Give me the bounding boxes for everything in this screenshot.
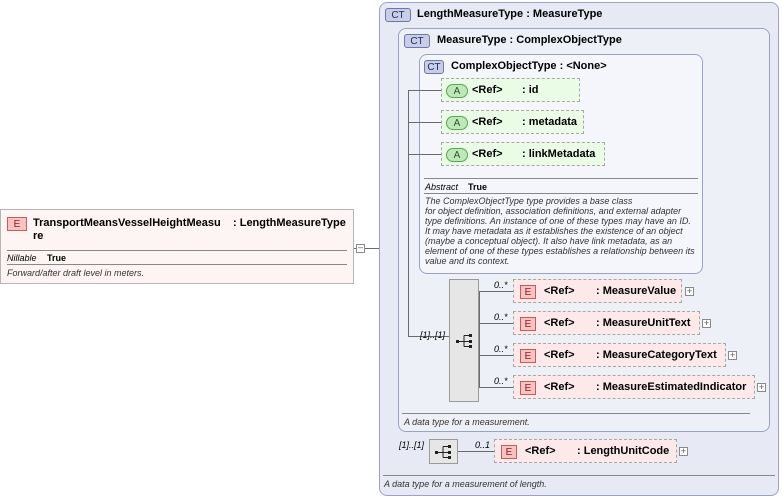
attribute-badge: A bbox=[446, 148, 468, 162]
sequence-icon bbox=[435, 445, 451, 459]
element-cardinality: 0..* bbox=[494, 312, 508, 322]
attribute-badge: A bbox=[446, 116, 468, 130]
connector bbox=[408, 336, 449, 337]
attribute-name: : metadata bbox=[522, 116, 578, 128]
element-cardinality: 0..* bbox=[494, 344, 508, 354]
connector bbox=[479, 355, 513, 356]
root-element-name: TransportMeansVesselHeightMeasu bbox=[33, 217, 221, 229]
attribute-metadata[interactable]: A <Ref> : metadata bbox=[441, 110, 584, 134]
expand-toggle[interactable]: + bbox=[757, 382, 766, 392]
sequence-compositor[interactable] bbox=[449, 279, 479, 402]
element-cardinality: 0..1 bbox=[475, 440, 491, 450]
element-name: : MeasureEstimatedIndicator bbox=[596, 381, 747, 393]
connector bbox=[479, 323, 513, 324]
divider bbox=[383, 475, 775, 476]
complex-type-badge: CT bbox=[424, 60, 444, 74]
element-badge: E bbox=[520, 317, 536, 331]
abstract-label: Abstract bbox=[425, 182, 459, 192]
doc-line: for object definition, association defin… bbox=[425, 206, 682, 216]
connector bbox=[408, 122, 441, 123]
element-length-unit-code[interactable]: E <Ref> : LengthUnitCode bbox=[494, 439, 677, 463]
element-measure-category-text[interactable]: E <Ref> : MeasureCategoryText bbox=[513, 343, 726, 367]
complex-object-type-title: ComplexObjectType : <None> bbox=[451, 60, 607, 72]
root-element-type-wrap: re bbox=[33, 230, 44, 242]
element-name: : MeasureCategoryText bbox=[596, 349, 717, 361]
divider bbox=[7, 264, 347, 265]
divider bbox=[402, 413, 750, 414]
expand-toggle[interactable]: + bbox=[728, 350, 737, 360]
sequence-cardinality: [1]..[1] bbox=[399, 440, 425, 450]
connector bbox=[479, 387, 513, 388]
connector bbox=[408, 90, 409, 336]
connector bbox=[479, 291, 480, 387]
abstract-value: True bbox=[468, 182, 488, 192]
element-name: : LengthUnitCode bbox=[577, 445, 670, 457]
element-measure-estimated-indicator[interactable]: E <Ref> : MeasureEstimatedIndicator bbox=[513, 375, 755, 399]
doc-line: It may have metadata as it establishes t… bbox=[425, 226, 683, 236]
measure-type-title: MeasureType : ComplexObjectType bbox=[437, 34, 622, 46]
element-badge: E bbox=[520, 285, 536, 299]
element-measure-unit-text[interactable]: E <Ref> : MeasureUnitText bbox=[513, 311, 700, 335]
root-description: Forward/after draft level in meters. bbox=[7, 268, 145, 278]
divider bbox=[7, 250, 347, 251]
length-measure-type-title: LengthMeasureType : MeasureType bbox=[417, 8, 603, 20]
element-name: : MeasureUnitText bbox=[596, 317, 691, 329]
divider bbox=[424, 178, 698, 179]
attribute-name: : id bbox=[522, 84, 539, 96]
divider bbox=[424, 193, 698, 194]
element-ref: <Ref> bbox=[544, 317, 575, 329]
element-cardinality: 0..* bbox=[494, 280, 508, 290]
sequence-compositor[interactable] bbox=[429, 439, 458, 464]
attribute-name: : linkMetadata bbox=[522, 148, 596, 160]
measure-type-description: A data type for a measurement. bbox=[404, 417, 530, 427]
element-badge: E bbox=[501, 445, 517, 459]
connector bbox=[479, 291, 513, 292]
root-element-type: : LengthMeasureType bbox=[233, 217, 346, 229]
connector bbox=[458, 451, 494, 452]
expand-toggle[interactable]: + bbox=[679, 446, 688, 456]
doc-line: The ComplexObjectType type provides a ba… bbox=[425, 196, 633, 206]
attribute-ref: <Ref> bbox=[472, 148, 503, 160]
connector bbox=[365, 248, 390, 249]
attribute-badge: A bbox=[446, 84, 468, 98]
attribute-link-metadata[interactable]: A <Ref> : linkMetadata bbox=[441, 142, 605, 166]
expand-toggle[interactable]: + bbox=[702, 318, 711, 328]
nillable-value: True bbox=[47, 253, 67, 263]
element-badge: E bbox=[520, 381, 536, 395]
element-ref: <Ref> bbox=[544, 285, 575, 297]
element-name: : MeasureValue bbox=[596, 285, 677, 297]
attribute-id[interactable]: A <Ref> : id bbox=[441, 78, 580, 102]
attribute-ref: <Ref> bbox=[472, 116, 503, 128]
element-cardinality: 0..* bbox=[494, 376, 508, 386]
connector bbox=[408, 154, 441, 155]
root-element[interactable]: E TransportMeansVesselHeightMeasu : Leng… bbox=[0, 209, 354, 284]
doc-line: value and its context. bbox=[425, 256, 510, 266]
expand-toggle[interactable]: + bbox=[685, 286, 694, 296]
complex-type-badge: CT bbox=[385, 8, 411, 22]
sequence-cardinality: [1]..[1] bbox=[420, 330, 446, 340]
nillable-label: Nillable bbox=[7, 253, 37, 263]
attribute-ref: <Ref> bbox=[472, 84, 503, 96]
complex-type-badge: CT bbox=[404, 34, 430, 48]
length-measure-type-description: A data type for a measurement of length. bbox=[384, 479, 547, 489]
doc-line: type definitions. An instance of one of … bbox=[425, 216, 691, 226]
element-badge: E bbox=[520, 349, 536, 363]
doc-line: element of one of these types establishe… bbox=[425, 246, 695, 256]
connector bbox=[408, 90, 441, 91]
sequence-icon bbox=[456, 334, 472, 348]
element-badge: E bbox=[7, 217, 27, 231]
complex-object-type-doc: The ComplexObjectType type provides a ba… bbox=[425, 196, 701, 266]
element-ref: <Ref> bbox=[525, 445, 556, 457]
element-ref: <Ref> bbox=[544, 381, 575, 393]
collapse-toggle[interactable]: – bbox=[356, 242, 365, 253]
element-ref: <Ref> bbox=[544, 349, 575, 361]
doc-line: (maybe a conceptual object). It also hav… bbox=[425, 236, 673, 246]
element-measure-value[interactable]: E <Ref> : MeasureValue bbox=[513, 279, 682, 303]
